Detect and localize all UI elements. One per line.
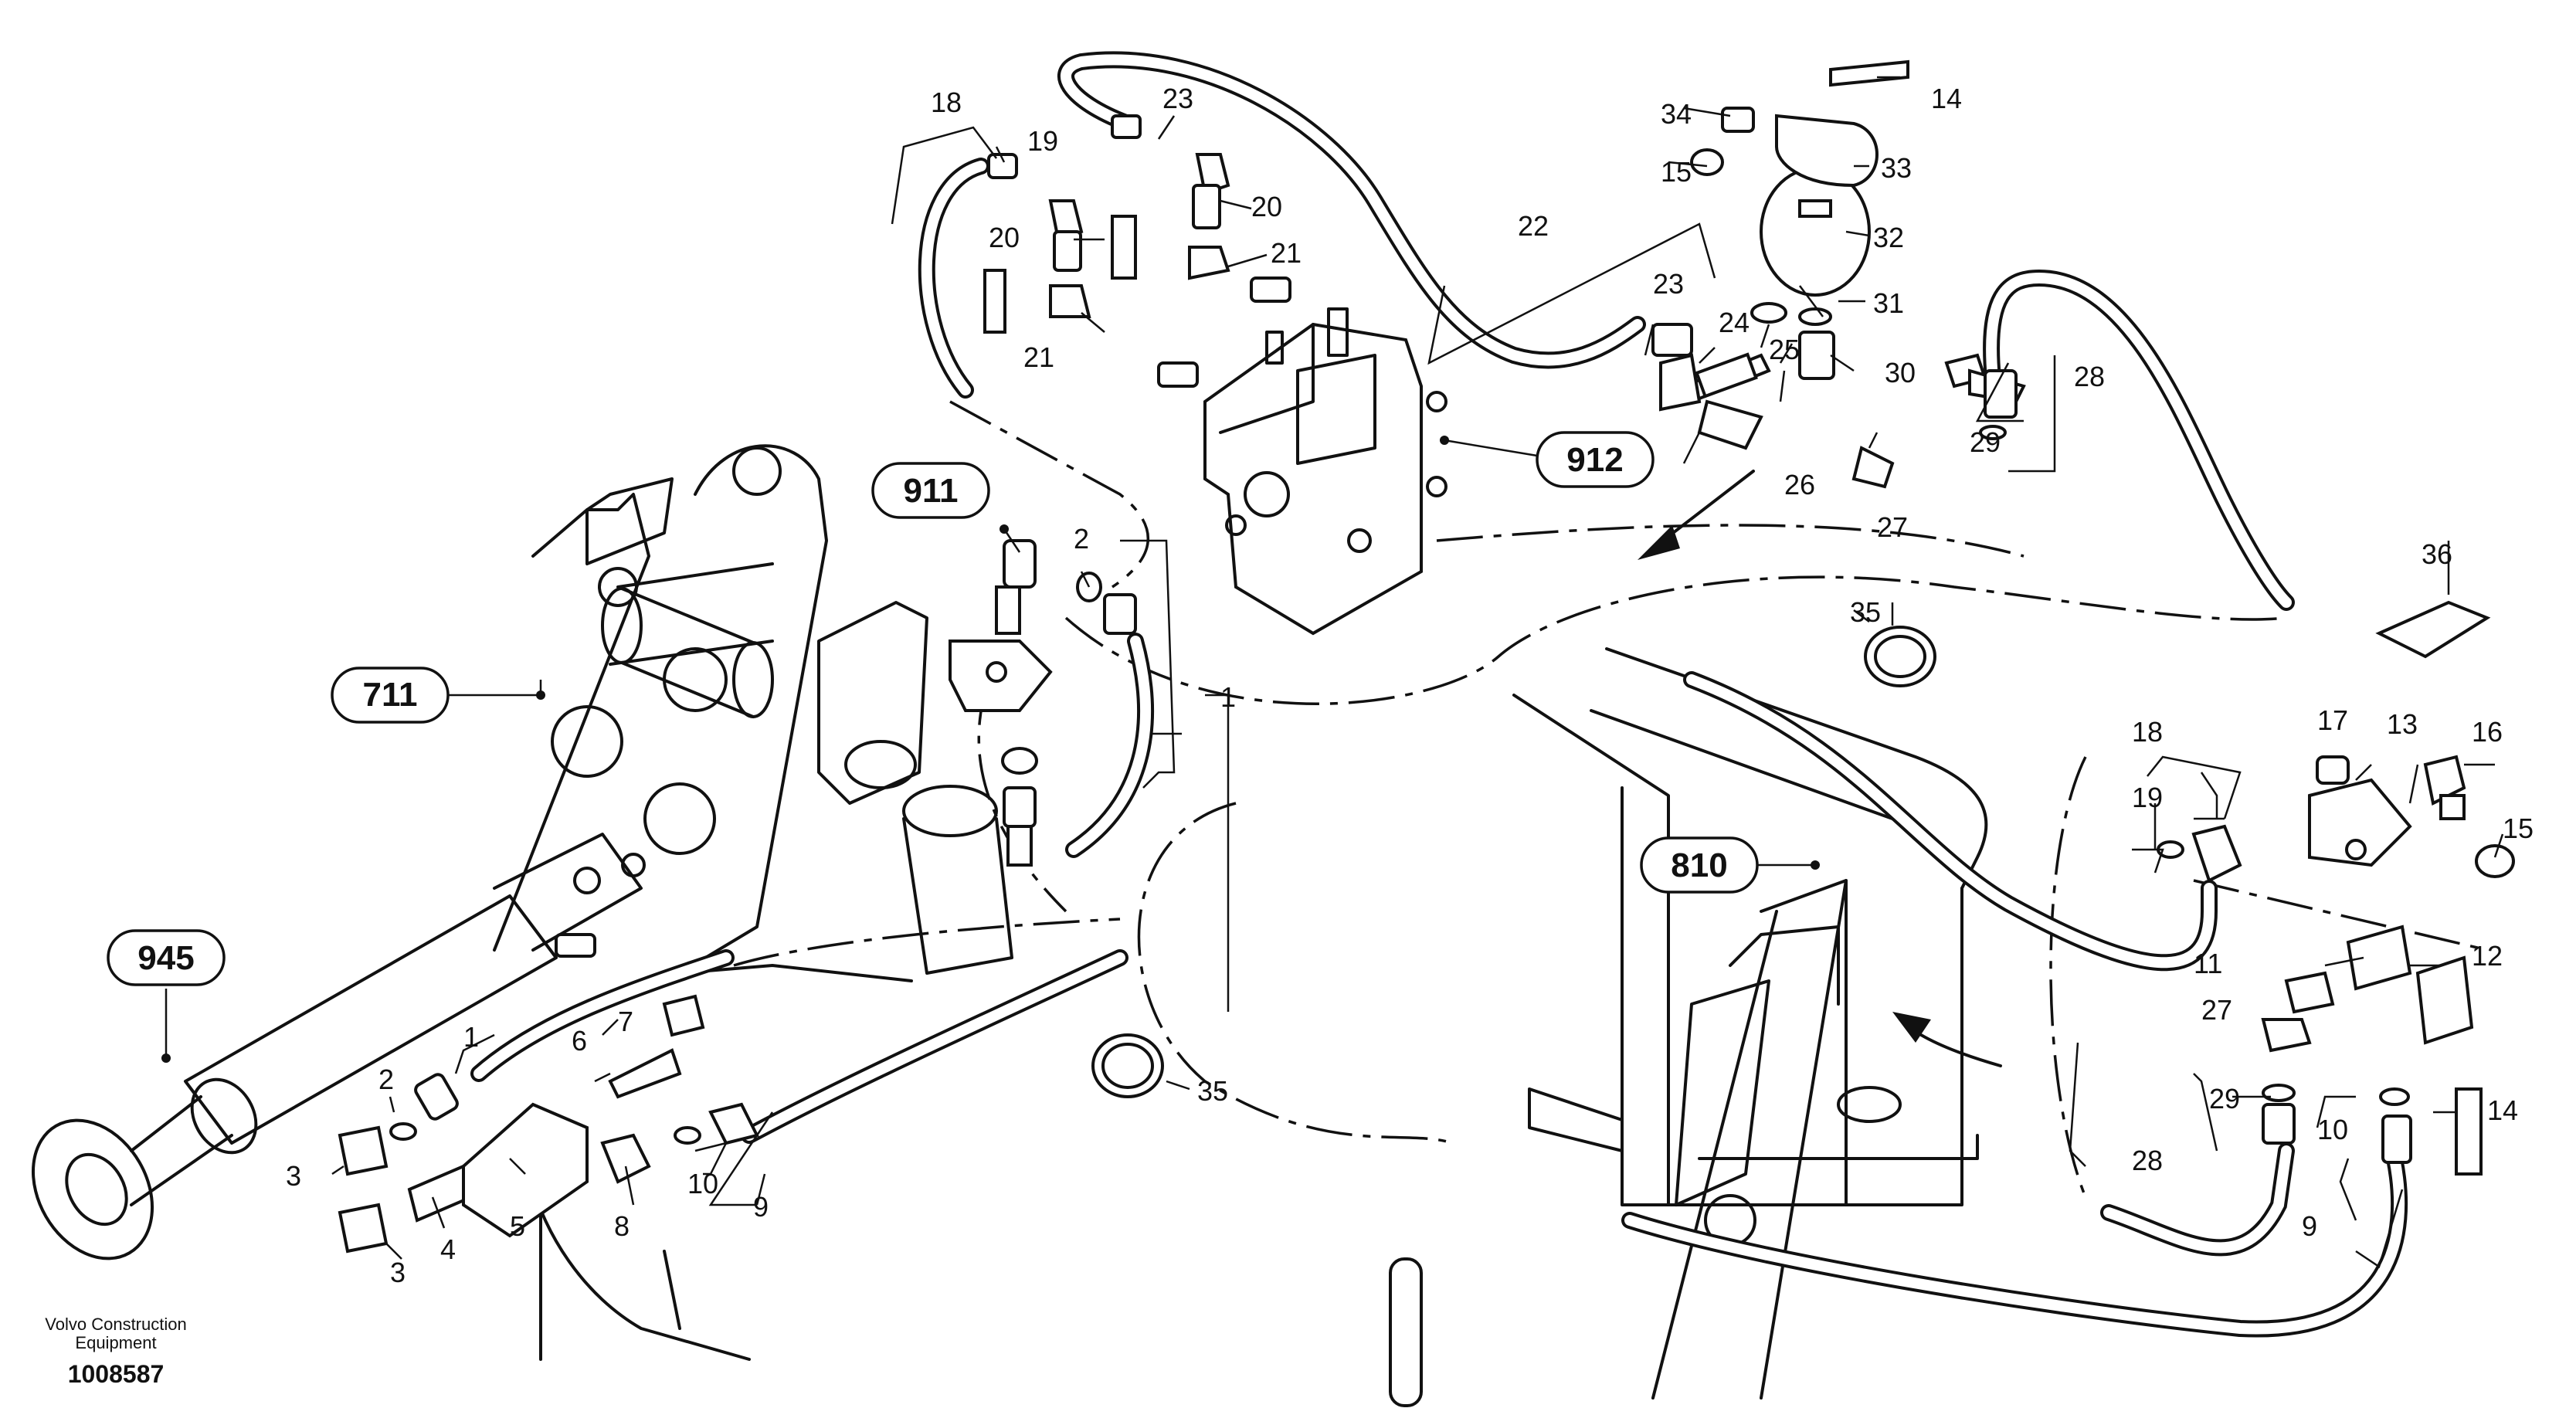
callout-29: 29 <box>1970 426 2001 458</box>
callout-19: 19 <box>2132 782 2163 813</box>
callout-16: 16 <box>2472 716 2503 748</box>
boom-structure <box>493 444 1013 1361</box>
fittings <box>338 59 2515 1254</box>
callout-2: 2 <box>1074 523 1089 555</box>
assembly-number-912: 912 <box>1566 441 1623 479</box>
callout-11: 11 <box>2194 948 2222 979</box>
callout-10: 10 <box>2317 1114 2348 1145</box>
callout-25: 25 <box>1769 334 1800 365</box>
main-frame <box>1389 647 1988 1407</box>
assembly-label-711[interactable]: 711 <box>331 667 545 724</box>
callout-1: 1 <box>463 1021 479 1053</box>
callout-27: 27 <box>1877 511 1908 543</box>
callout-12: 12 <box>2472 940 2503 972</box>
callout-29: 29 <box>2209 1083 2240 1115</box>
callout-22: 22 <box>1518 210 1549 242</box>
callout-31: 31 <box>1873 287 1904 319</box>
assembly-label-911[interactable]: 911 <box>871 462 1009 534</box>
callout-23: 23 <box>1653 268 1684 300</box>
callout-8: 8 <box>614 1210 630 1242</box>
outline-dash-lines <box>733 400 2488 1198</box>
assembly-number-711: 711 <box>363 676 418 714</box>
callout-19: 19 <box>1027 125 1058 157</box>
callout-28: 28 <box>2132 1145 2163 1176</box>
assembly-label-945[interactable]: 945 <box>107 929 226 1063</box>
callout-36: 36 <box>2422 538 2452 570</box>
callout-18: 18 <box>2132 716 2163 748</box>
hoses <box>470 51 2408 1338</box>
assembly-number-810: 810 <box>1671 846 1727 884</box>
lift-cylinder <box>31 833 646 1260</box>
callout-14: 14 <box>2487 1094 2518 1126</box>
callout-14: 14 <box>1931 83 1962 114</box>
control-valve <box>1203 307 1448 636</box>
callout-21: 21 <box>1271 237 1302 269</box>
drawing-number: 1008587 <box>68 1360 165 1388</box>
callout-15: 15 <box>1661 156 1692 188</box>
callout-4: 4 <box>440 1233 456 1265</box>
direction-arrows <box>1638 470 2002 1067</box>
company-name-line2: Equipment <box>75 1333 156 1352</box>
callout-33: 33 <box>1881 152 1912 184</box>
leader-lines <box>165 76 2504 1268</box>
callout-21: 21 <box>1023 341 1054 373</box>
assembly-label-912[interactable]: 912 <box>1440 431 1655 488</box>
callout-20: 20 <box>989 222 1020 253</box>
callout-24: 24 <box>1719 307 1750 338</box>
callout-26: 26 <box>1784 469 1815 500</box>
callout-5: 5 <box>510 1210 525 1242</box>
callout-15: 15 <box>2503 813 2534 844</box>
part-callouts: 1 1 2 2 3 3 4 5 6 7 8 9 9 10 10 11 12 13… <box>286 83 2534 1288</box>
callout-30: 30 <box>1885 357 1916 388</box>
footer-block: Volvo Construction Equipment 1008587 <box>45 1315 186 1388</box>
callout-20: 20 <box>1251 191 1282 222</box>
company-name-line1: Volvo Construction <box>45 1315 186 1334</box>
callout-9: 9 <box>753 1191 769 1223</box>
callout-35: 35 <box>1850 596 1881 628</box>
callout-3: 3 <box>286 1160 301 1192</box>
callout-28: 28 <box>2074 361 2105 392</box>
assembly-number-911: 911 <box>904 472 959 510</box>
callout-1: 1 <box>1220 681 1236 713</box>
callout-17: 17 <box>2317 704 2348 736</box>
callout-13: 13 <box>2387 708 2418 740</box>
callout-7: 7 <box>618 1006 633 1037</box>
callout-23: 23 <box>1162 83 1193 114</box>
callout-2: 2 <box>378 1064 394 1095</box>
callout-27: 27 <box>2201 994 2232 1026</box>
callout-32: 32 <box>1873 222 1904 253</box>
callout-18: 18 <box>931 87 962 118</box>
assembly-label-810[interactable]: 810 <box>1640 836 1820 894</box>
callout-6: 6 <box>572 1025 587 1057</box>
callout-3: 3 <box>390 1257 406 1288</box>
callout-10: 10 <box>687 1168 718 1199</box>
callout-34: 34 <box>1661 98 1692 130</box>
assembly-number-945: 945 <box>137 939 194 977</box>
callout-9: 9 <box>2302 1210 2317 1242</box>
callout-35: 35 <box>1197 1075 1228 1107</box>
